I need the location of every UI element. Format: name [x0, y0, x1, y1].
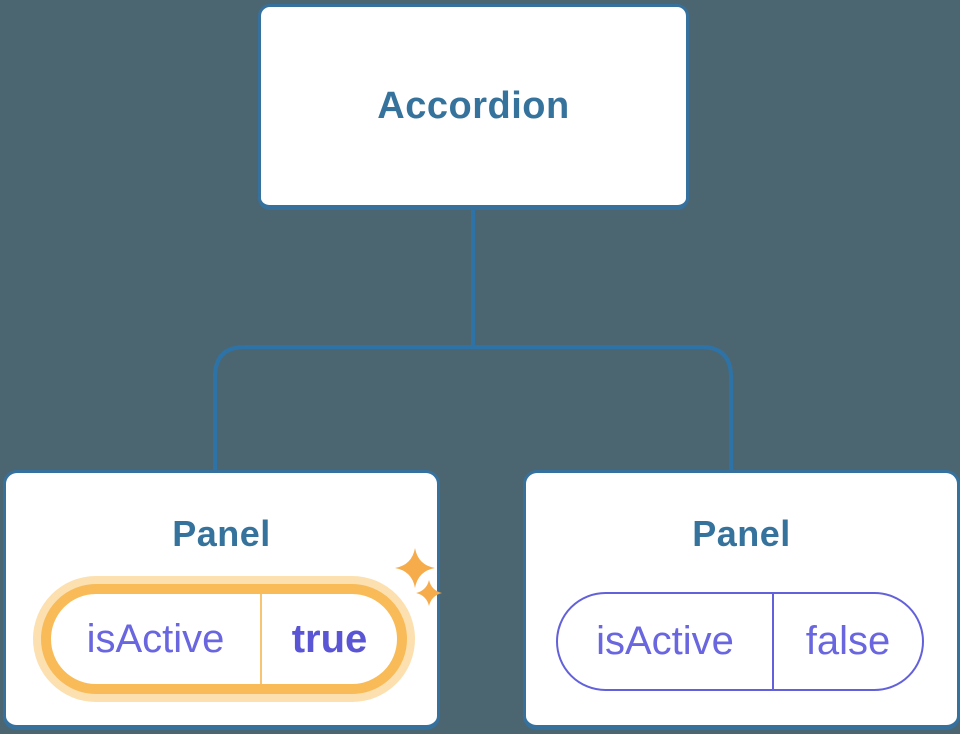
panel-node-active-label: Panel	[172, 513, 271, 554]
state-key-label: isActive	[596, 619, 734, 663]
panel-node-inactive-label: Panel	[692, 513, 791, 554]
panel-node-active: Panel isActive true	[3, 470, 442, 730]
state-value-label: true	[260, 594, 397, 684]
accordion-node: Accordion	[258, 4, 689, 210]
state-key-label: isActive	[86, 616, 225, 661]
state-pill-inactive: isActive false	[556, 592, 924, 691]
sparkles-icon	[395, 548, 442, 606]
accordion-node-label: Accordion	[377, 84, 570, 127]
connector-bracket	[213, 345, 733, 482]
state-value-label: false	[772, 594, 922, 689]
panel-node-inactive: Panel isActive false	[523, 470, 960, 730]
state-pill-active: isActive true	[41, 584, 407, 694]
sparkle-small	[416, 580, 442, 606]
sparkle-large	[395, 548, 435, 588]
